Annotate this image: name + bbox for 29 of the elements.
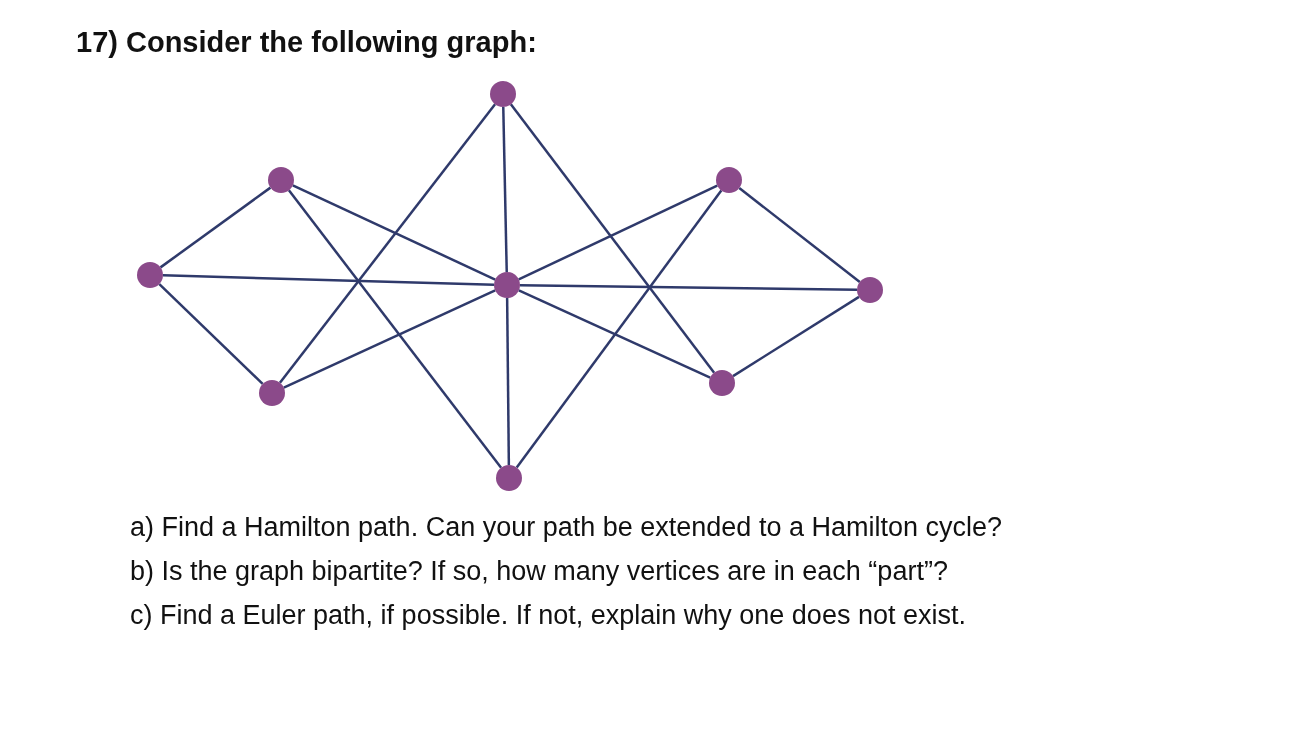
graph-edge [518, 184, 718, 281]
graph-vertex [490, 81, 516, 107]
question-text: b) Is the graph bipartite? If so, how many vertices are in each “part”? [130, 556, 948, 587]
question-heading: 17) Consider the following graph: [76, 26, 537, 59]
question-text: a) Find a Hamilton path. Can your path be extended to a Hamilton cycle? [130, 512, 1002, 543]
graph-edge [732, 295, 860, 378]
graph-edge [159, 186, 272, 269]
graph-vertex [857, 277, 883, 303]
graph-edge [515, 189, 723, 469]
graph-edge [520, 283, 857, 292]
graph-edge [518, 289, 711, 379]
graph-edge [162, 274, 495, 286]
graph-vertex [709, 370, 735, 396]
graph-vertex [268, 167, 294, 193]
question-text: c) Find a Euler path, if possible. If not, explain why one does not exist. [130, 600, 966, 631]
graph-edge [283, 289, 496, 389]
graph-edge [292, 184, 496, 281]
graph-vertex [716, 167, 742, 193]
graph-vertex [259, 380, 285, 406]
graph-edge [287, 189, 503, 469]
graph-edge [278, 103, 497, 384]
graph-edge [158, 283, 264, 385]
graph-edge [505, 298, 511, 465]
graph-vertex [496, 465, 522, 491]
graph-edge [509, 103, 716, 374]
graph-edge [738, 187, 861, 283]
graph-vertex [137, 262, 163, 288]
graph-edge [502, 106, 508, 273]
graph-vertex [494, 272, 520, 298]
